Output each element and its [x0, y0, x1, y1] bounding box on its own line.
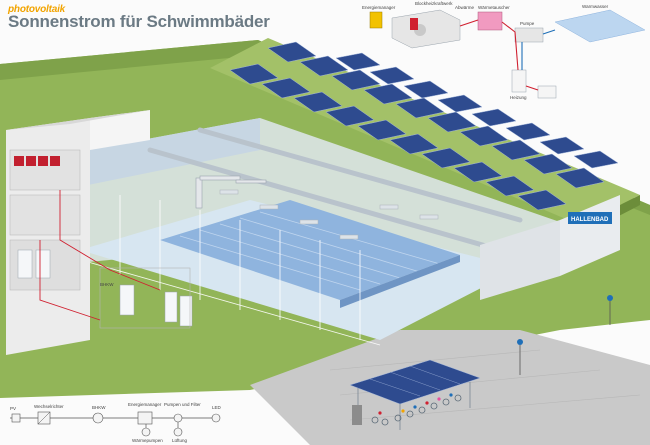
page-title: Sonnenstrom für Schwimmbäder — [8, 12, 270, 31]
signposts — [517, 295, 613, 375]
label-blockheizkraftwerk: Blockheizkraftwerk — [415, 1, 453, 6]
label-bhkw: BHKW — [92, 405, 106, 410]
ventilation-ducts — [147, 127, 523, 253]
label-warmwasser: Warmwasser — [582, 4, 609, 9]
label-energiemanager: Energiemanager — [362, 5, 396, 10]
label-energiemanager-bottom: Energiemanager — [128, 402, 162, 407]
label-heizung: Heizung — [510, 95, 527, 100]
hall-roof — [210, 38, 640, 225]
label-pumpen: Pumpen und Filter — [164, 402, 201, 407]
hallenbad-sign-bg — [568, 212, 612, 224]
bottom-schematic: PV Wechselrichter BHKW Energiemanager Pu… — [10, 402, 222, 443]
hallenbad-sign: HALLENBAD — [571, 217, 609, 223]
label-wechselrichter: Wechselrichter — [34, 404, 64, 409]
label-lueftung: Lüftung — [172, 438, 188, 443]
pool-water — [160, 200, 460, 300]
brand-logo: photovoltaik — [8, 4, 66, 15]
solar-array — [229, 41, 619, 211]
label-pumpe: Pumpe — [520, 21, 535, 26]
diving-tower — [195, 175, 267, 209]
bhkw-room-label: BHKW — [100, 282, 114, 287]
label-waermepumpen: Wärmepumpen — [132, 438, 163, 443]
inverters — [14, 156, 60, 166]
label-abwaerme: Abwärme — [455, 5, 475, 10]
label-pv: PV — [10, 406, 16, 411]
solar-carport — [349, 359, 481, 430]
top-schematic: Energiemanager Blockheizkraftwerk Abwärm… — [362, 1, 646, 100]
label-waermetauscher: Wärmetauscher — [478, 5, 510, 10]
label-led: LED — [212, 405, 222, 410]
